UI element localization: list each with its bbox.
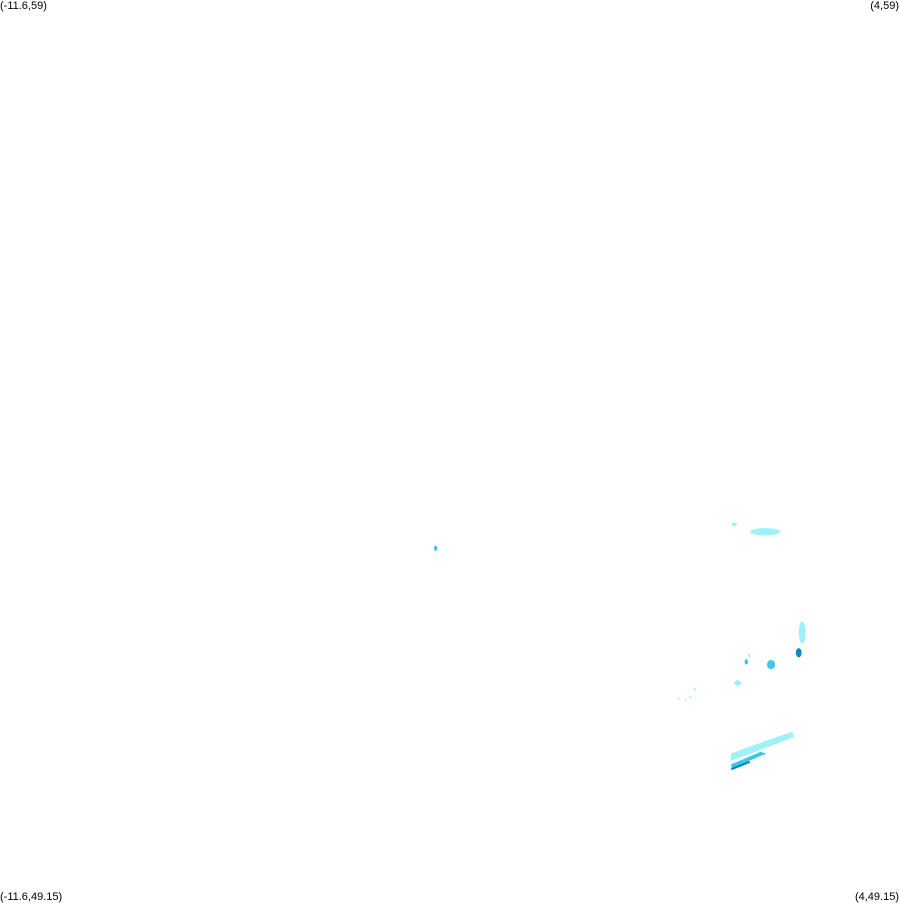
map-feature-medium [433,545,438,551]
map-feature-light [748,653,751,658]
map-feature-light [677,697,680,700]
map-feature-light [689,695,692,698]
map-feature-dark [730,760,751,771]
map-feature-light [798,621,806,644]
map-feature-medium [730,751,767,769]
map-feature-light [684,699,687,702]
map-feature-light [734,680,742,686]
map-feature-medium [767,660,776,670]
map-feature-light [693,688,696,691]
corner-label-top-right: (4,59) [870,0,899,12]
map-feature-medium [744,659,749,665]
map-feature-light [750,528,781,536]
corner-label-bottom-right: (4,49.15) [854,891,899,903]
map-feature-light [730,731,795,761]
corner-label-top-left: (-11.6,59) [0,0,47,12]
map-feature-light [731,522,738,527]
map-feature-dark [795,648,802,658]
corner-label-bottom-left: (-11.6,49.15) [0,891,63,903]
